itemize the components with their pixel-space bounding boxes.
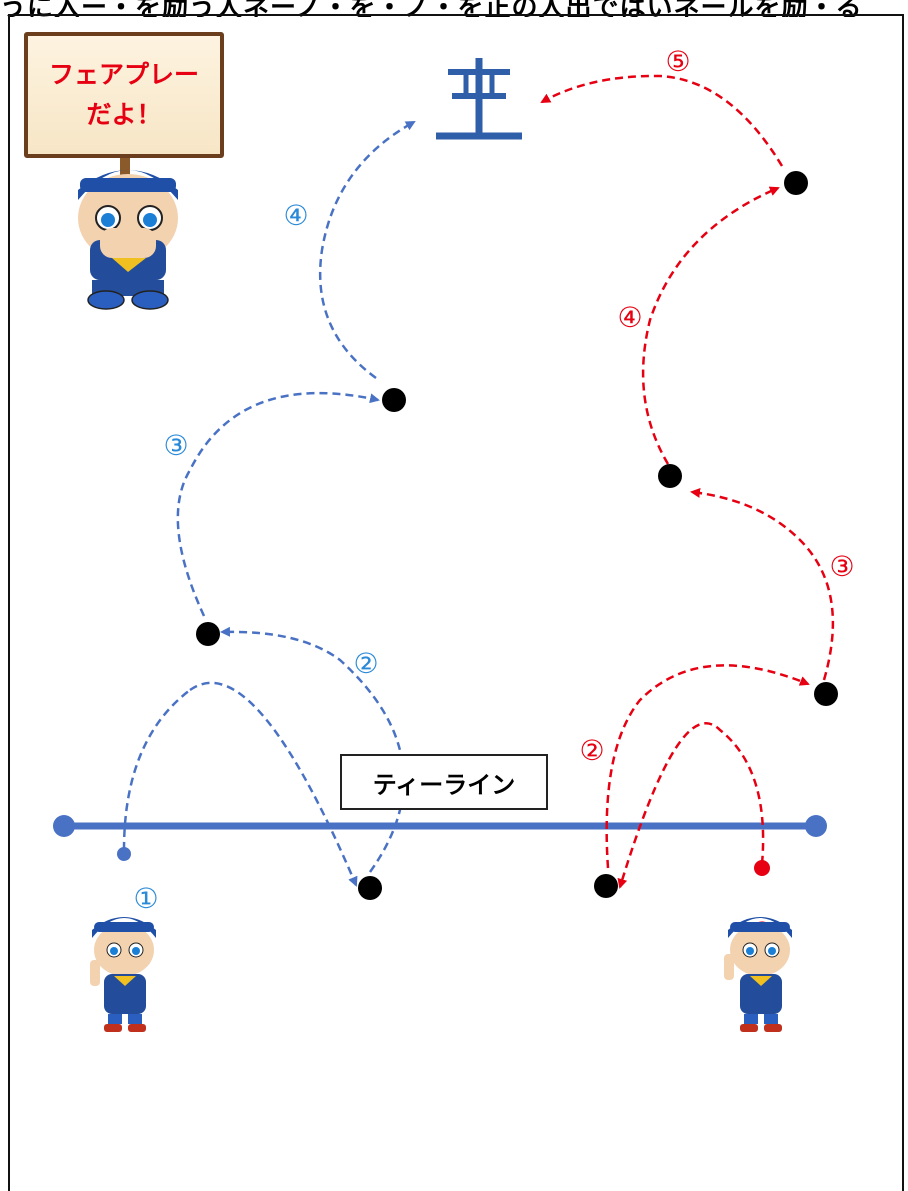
sign-line-1: フェアプレー bbox=[49, 55, 199, 95]
red-label-4: ④ bbox=[617, 301, 642, 334]
red-throw-4-arc bbox=[643, 188, 778, 464]
disc-golf-basket-icon bbox=[436, 58, 522, 136]
red-throw-1-arc bbox=[620, 723, 763, 887]
red-landing-1 bbox=[594, 874, 618, 898]
scout-character-sign-icon bbox=[78, 150, 178, 309]
scout-character-left-icon bbox=[90, 917, 156, 1032]
red-label-2: ② bbox=[579, 734, 604, 767]
red-landing-points bbox=[594, 171, 838, 898]
red-landing-3 bbox=[658, 464, 682, 488]
blue-start-point bbox=[117, 847, 131, 861]
blue-label-3: ③ bbox=[163, 429, 188, 462]
red-throw-3-arc bbox=[692, 492, 833, 680]
scout-character-right-icon bbox=[724, 917, 792, 1032]
red-start-point bbox=[754, 860, 770, 876]
blue-throw-3-arc bbox=[178, 393, 378, 616]
red-landing-2 bbox=[814, 682, 838, 706]
blue-landing-3 bbox=[382, 388, 406, 412]
blue-label-2: ② bbox=[353, 647, 378, 680]
red-label-3: ③ bbox=[829, 550, 854, 583]
red-throw-5-arc bbox=[542, 76, 782, 166]
blue-landing-2 bbox=[196, 622, 220, 646]
tee-line bbox=[53, 815, 827, 837]
blue-landing-1 bbox=[358, 876, 382, 900]
fair-play-sign: フェアプレー だよ！ bbox=[24, 32, 224, 158]
blue-throw-4-arc bbox=[320, 122, 414, 378]
sign-line-2: だよ！ bbox=[86, 95, 161, 135]
red-landing-4 bbox=[784, 171, 808, 195]
tee-line-label: ティーライン bbox=[340, 754, 548, 810]
blue-label-4: ④ bbox=[283, 199, 308, 232]
red-label-5: ⑤ bbox=[665, 45, 690, 78]
blue-label-1: ① bbox=[133, 882, 158, 915]
